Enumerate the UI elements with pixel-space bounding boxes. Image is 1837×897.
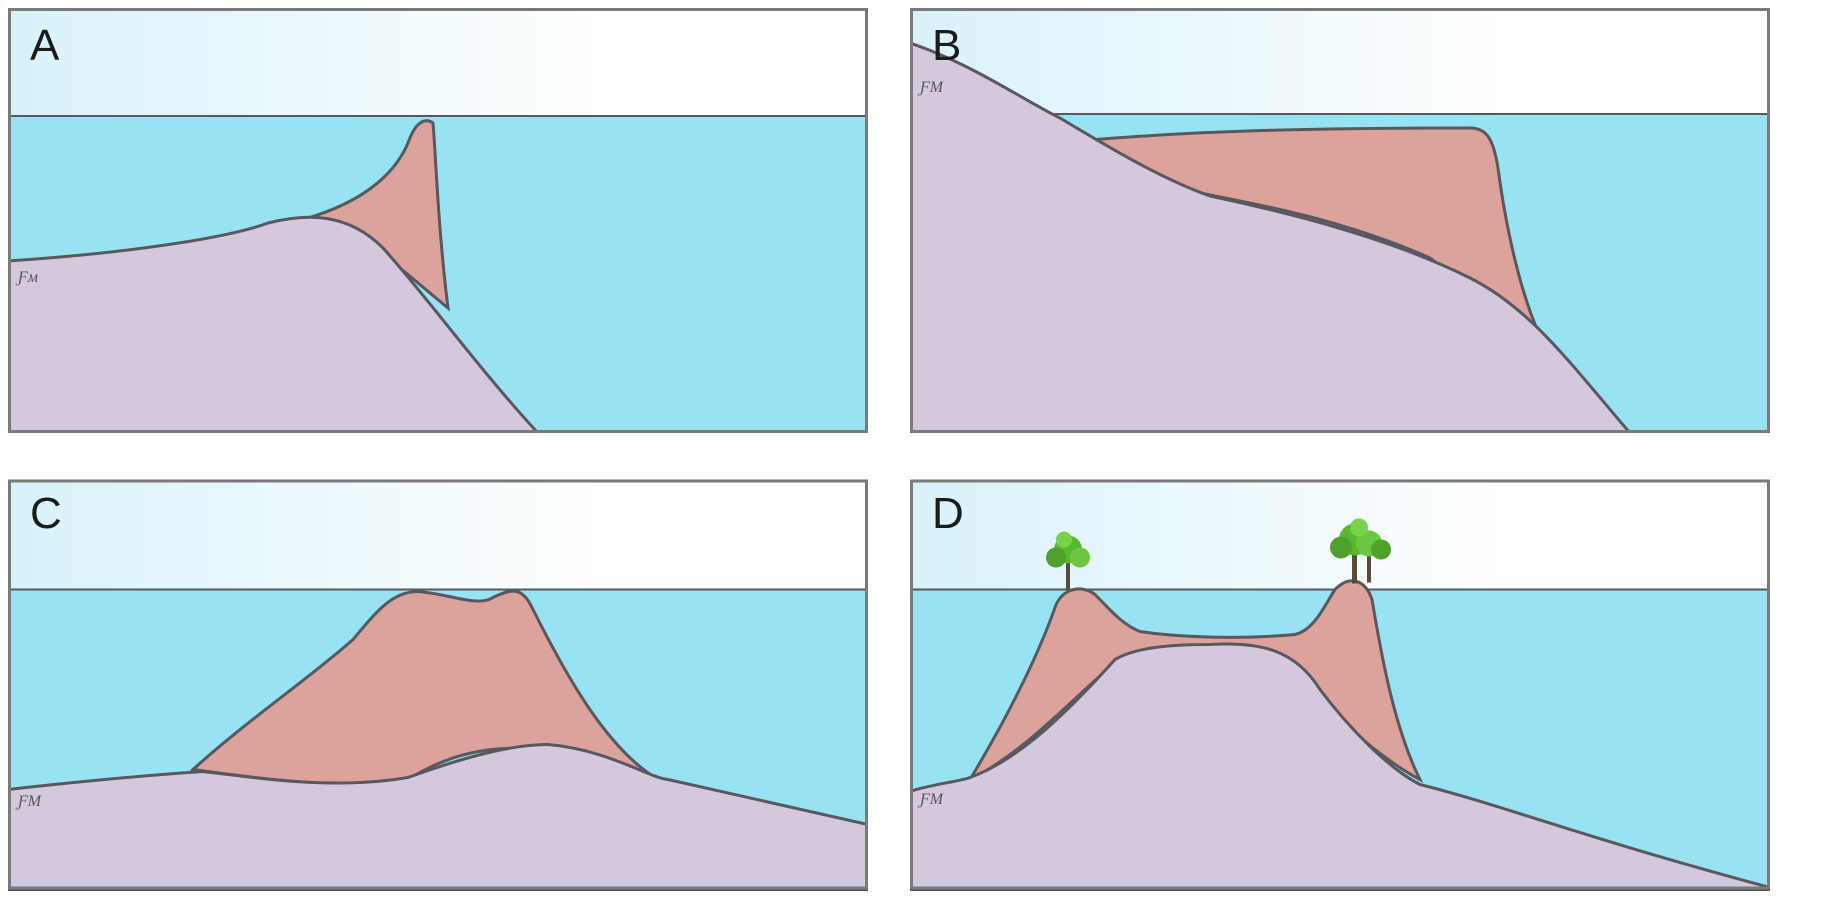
sky [8, 480, 868, 592]
panel-label: B [932, 24, 961, 68]
panel-label: A [30, 24, 59, 68]
scribble-mark: ƑM [920, 792, 943, 808]
scribble-mark: ƑM [18, 794, 41, 810]
panel-b: B ƑM [910, 8, 1770, 433]
sky [8, 8, 868, 118]
panel-label: C [30, 492, 62, 536]
panel-c: C ƑM [8, 472, 868, 897]
panel-label: D [932, 492, 964, 536]
sky [910, 8, 1770, 118]
panel-d-diagram [910, 472, 1770, 897]
panel-d: D ƑM [910, 472, 1770, 897]
panel-c-diagram [8, 472, 868, 897]
scribble-mark: ƑM [920, 80, 943, 96]
panel-b-diagram [910, 8, 1770, 433]
panel-a: A Ƒᴍ [8, 8, 868, 433]
panel-a-diagram [8, 8, 868, 433]
scribble-mark: Ƒᴍ [18, 270, 37, 286]
